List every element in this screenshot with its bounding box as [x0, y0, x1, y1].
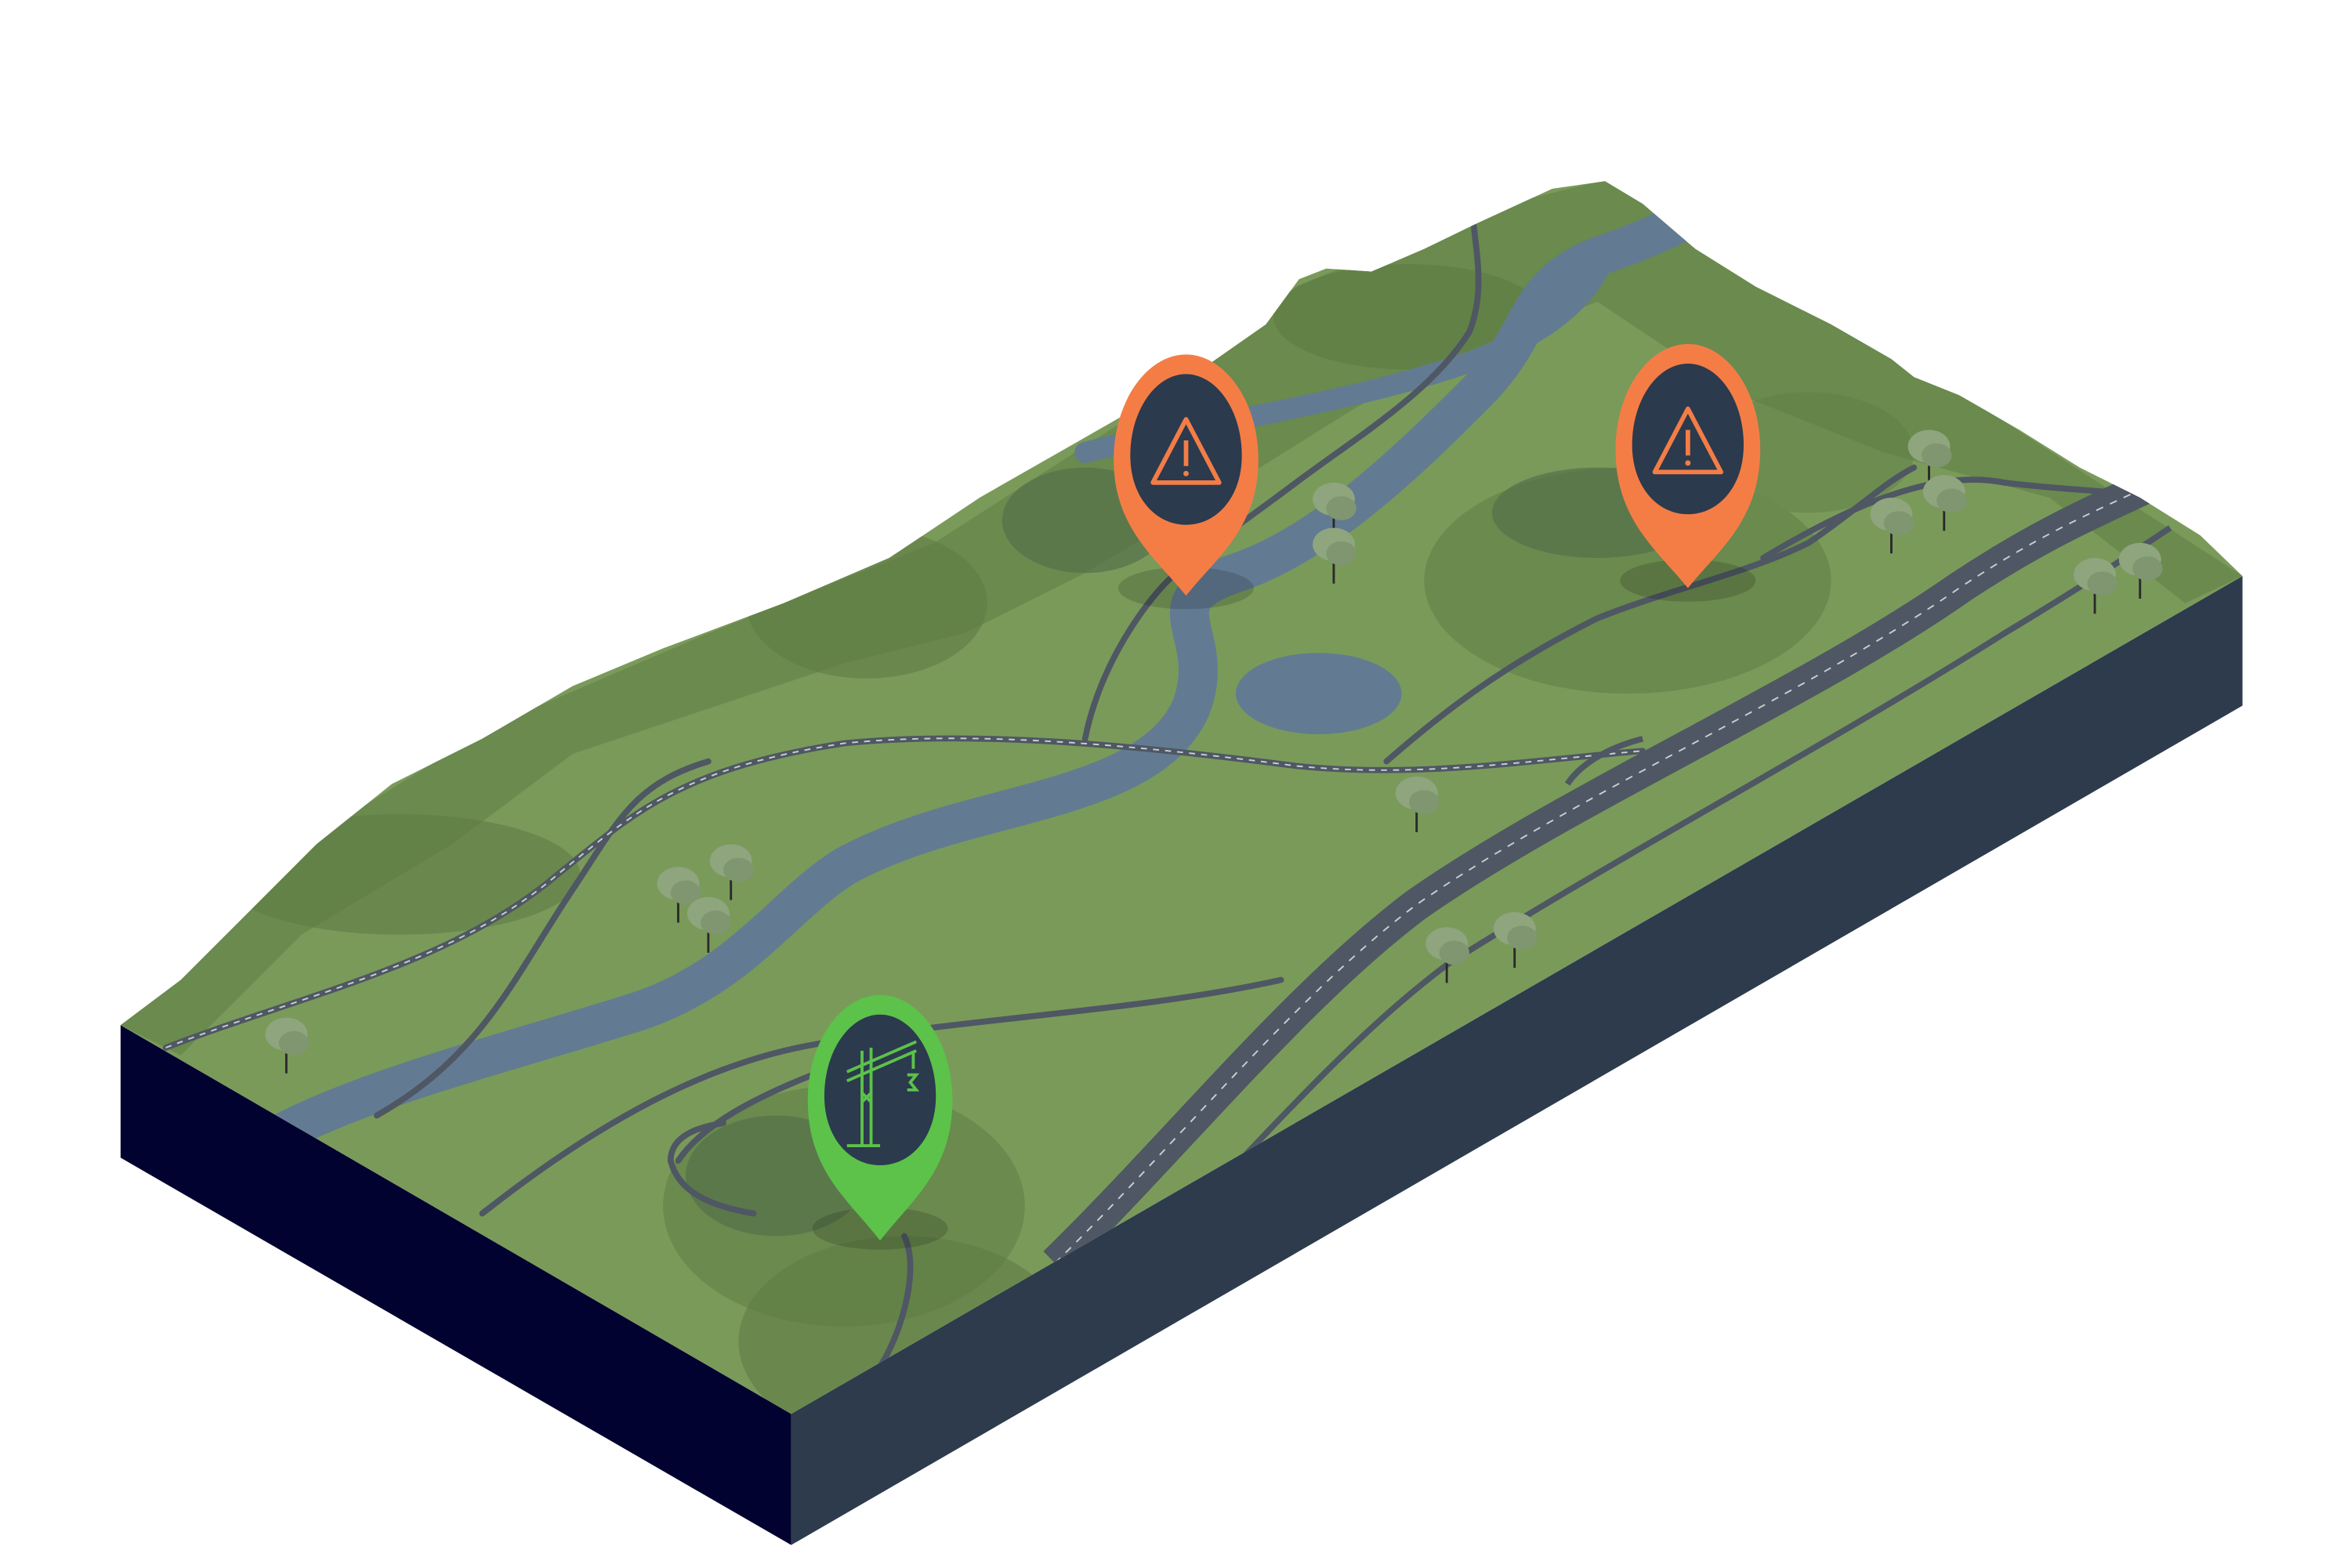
- warning-pin-right[interactable]: [1615, 343, 1761, 602]
- construction-crane-icon: [846, 1040, 920, 1147]
- tree: [1922, 475, 1967, 531]
- tree: [1907, 429, 1952, 486]
- tree: [709, 844, 754, 900]
- tree: [1870, 498, 1914, 554]
- tree: [1395, 776, 1440, 833]
- highway: [1043, 467, 2172, 1296]
- warning-triangle-icon: [1652, 406, 1724, 475]
- tree: [1313, 482, 1357, 539]
- tree: [686, 896, 731, 953]
- block-side-left: [120, 1025, 792, 1545]
- construction-pin[interactable]: [807, 994, 953, 1250]
- pond: [1235, 653, 1402, 735]
- river: [266, 199, 1708, 1150]
- tree: [1313, 527, 1357, 584]
- block-side-right: [791, 576, 2243, 1545]
- tree: [265, 1017, 310, 1074]
- tree: [657, 867, 701, 923]
- tree: [1425, 927, 1469, 983]
- tree: [1493, 911, 1538, 969]
- warning-triangle-icon: [1150, 417, 1222, 485]
- warning-pin-left[interactable]: [1114, 354, 1259, 610]
- tree: [2074, 558, 2117, 614]
- tree: [2118, 542, 2163, 599]
- trees: [265, 429, 2163, 1074]
